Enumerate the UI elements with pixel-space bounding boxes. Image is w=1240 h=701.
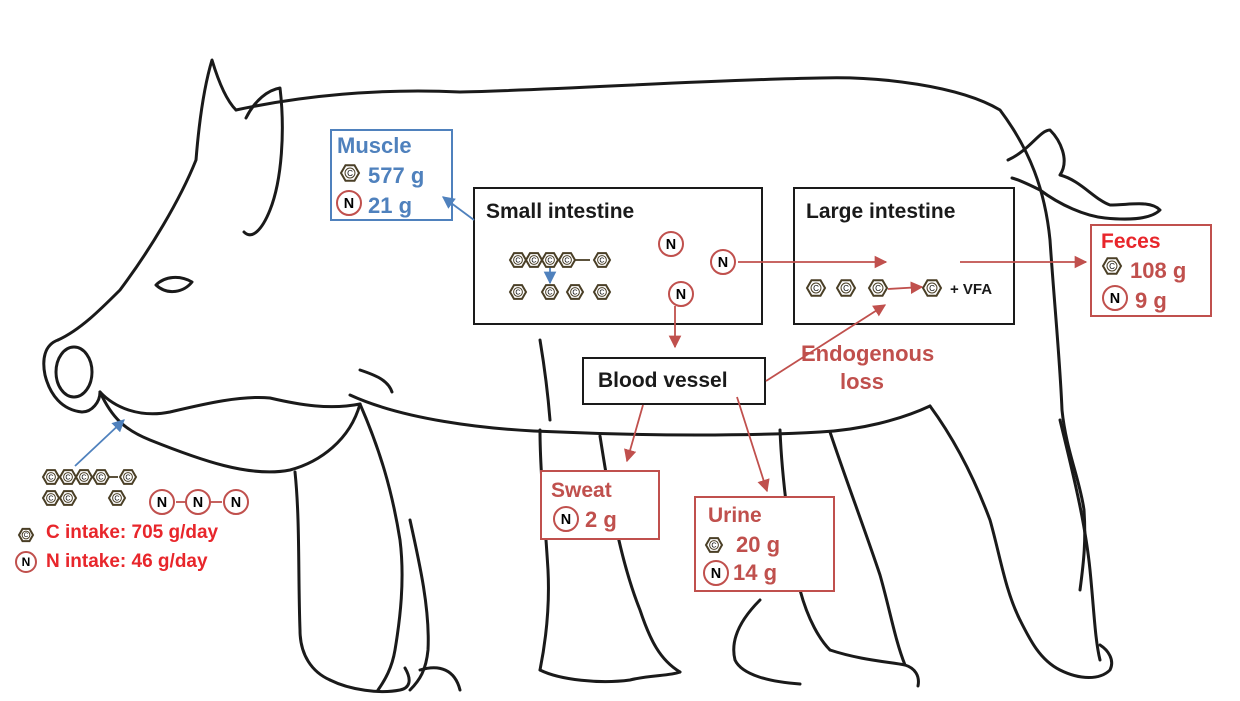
svg-text:N: N: [1110, 291, 1120, 307]
muscle-title: Muscle: [337, 133, 412, 159]
carbon-intake-text: C intake: 705 g/day: [46, 522, 218, 544]
svg-text:C: C: [347, 169, 353, 178]
svg-text:C: C: [547, 256, 552, 265]
svg-text:C: C: [48, 473, 53, 482]
sweat-nitrogen-icon: N: [554, 507, 578, 531]
svg-text:C: C: [547, 288, 552, 297]
carbon-hexagon-icon: C: [594, 253, 610, 267]
small-intestine-title: Small intestine: [486, 200, 634, 224]
svg-text:C: C: [813, 284, 819, 293]
nitrogen-circle-icon: N: [224, 490, 248, 514]
nitrogen-circle-icon: N: [669, 282, 693, 306]
carbon-hexagon-icon: C: [526, 253, 542, 267]
feces-carbon-value: 108 g: [1130, 258, 1186, 284]
carbon-hexagon-icon: C: [109, 491, 125, 505]
svg-text:N: N: [22, 555, 31, 569]
carbon-hexagon-icon: C: [869, 280, 887, 296]
nitrogen-intake-icon: N: [16, 552, 36, 572]
svg-text:C: C: [875, 284, 881, 293]
carbon-hexagon-icon: C: [43, 470, 59, 484]
endogenous-loss-line1: Endogenous: [801, 341, 934, 367]
feces-nitrogen-icon: N: [1103, 286, 1127, 310]
carbon-hexagon-icon: C: [923, 280, 941, 296]
svg-text:C: C: [114, 494, 119, 503]
svg-text:C: C: [599, 256, 604, 265]
svg-text:C: C: [65, 494, 70, 503]
svg-text:N: N: [231, 495, 241, 511]
carbon-hexagon-icon: C: [120, 470, 136, 484]
feces-carbon-icon: C: [1103, 258, 1121, 274]
svg-text:C: C: [599, 288, 604, 297]
svg-text:C: C: [515, 288, 520, 297]
nitrogen-circle-icon: N: [659, 232, 683, 256]
nitrogen-circle-icon: N: [186, 490, 210, 514]
large-intestine-title: Large intestine: [806, 200, 955, 224]
feces-nitrogen-value: 9 g: [1135, 288, 1167, 314]
muscle-nitrogen-icon: N: [337, 191, 361, 215]
carbon-hexagon-icon: C: [594, 285, 610, 299]
carbon-intake-icon: C: [19, 529, 33, 541]
carbon-hexagon-icon: C: [60, 470, 76, 484]
svg-text:C: C: [572, 288, 577, 297]
carbon-hexagon-icon: C: [542, 285, 558, 299]
carbon-hexagon-icon: C: [60, 491, 76, 505]
blood-vessel-title: Blood vessel: [598, 369, 728, 393]
carbon-hexagon-icon: C: [76, 470, 92, 484]
svg-text:C: C: [98, 473, 103, 482]
svg-text:C: C: [125, 473, 130, 482]
urine-carbon-icon: C: [706, 538, 722, 552]
endogenous-loss-line2: loss: [840, 369, 884, 395]
carbon-hexagon-icon: C: [510, 253, 526, 267]
svg-text:N: N: [676, 287, 686, 303]
svg-text:C: C: [843, 284, 849, 293]
svg-text:C: C: [929, 284, 935, 293]
nitrogen-intake-text: N intake: 46 g/day: [46, 551, 208, 573]
svg-text:C: C: [65, 473, 70, 482]
nitrogen-circle-icon: N: [150, 490, 174, 514]
sweat-nitrogen-value: 2 g: [585, 507, 617, 533]
svg-text:C: C: [81, 473, 86, 482]
urine-title: Urine: [708, 504, 762, 528]
carbon-hexagon-icon: C: [93, 470, 109, 484]
svg-text:C: C: [24, 532, 29, 539]
carbon-hexagon-icon: C: [542, 253, 558, 267]
svg-text:N: N: [561, 512, 571, 528]
urine-carbon-value: 20 g: [736, 532, 780, 558]
nitrogen-circle-icon: N: [711, 250, 735, 274]
carbon-hexagon-icon: C: [807, 280, 825, 296]
svg-text:C: C: [515, 256, 520, 265]
carbon-hexagon-icon: C: [567, 285, 583, 299]
svg-text:N: N: [666, 237, 676, 253]
carbon-hexagon-icon: C: [837, 280, 855, 296]
carbon-hexagon-icon: C: [43, 491, 59, 505]
svg-text:C: C: [1109, 262, 1115, 271]
muscle-carbon-value: 577 g: [368, 163, 424, 189]
svg-text:N: N: [718, 255, 728, 271]
sweat-title: Sweat: [551, 479, 612, 503]
feces-title: Feces: [1101, 230, 1161, 254]
svg-text:C: C: [711, 541, 716, 550]
svg-text:N: N: [344, 196, 354, 212]
svg-text:N: N: [157, 495, 167, 511]
muscle-carbon-icon: C: [341, 165, 359, 181]
urine-nitrogen-value: 14 g: [733, 560, 777, 586]
carbon-hexagon-icon: C: [510, 285, 526, 299]
svg-text:C: C: [48, 494, 53, 503]
urine-nitrogen-icon: N: [704, 561, 728, 585]
muscle-nitrogen-value: 21 g: [368, 193, 412, 219]
svg-text:N: N: [711, 566, 721, 582]
svg-text:C: C: [531, 256, 536, 265]
carbon-hexagon-icon: C: [559, 253, 575, 267]
vfa-label: + VFA: [950, 281, 992, 298]
svg-text:C: C: [564, 256, 569, 265]
svg-text:N: N: [193, 495, 203, 511]
